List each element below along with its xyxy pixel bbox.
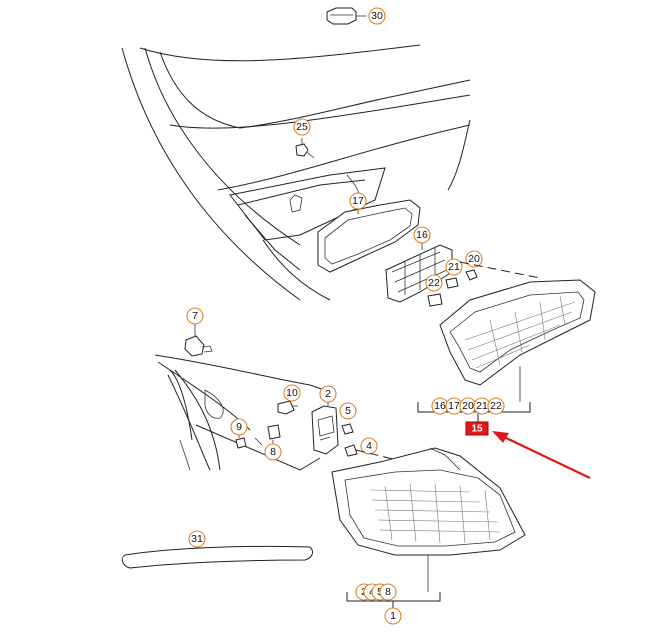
part-21-bulb (445, 277, 459, 289)
svg-text:9: 9 (236, 421, 242, 433)
part-25-clip (295, 138, 315, 159)
svg-text:5: 5 (345, 405, 351, 417)
part-16-bulb-carrier (385, 244, 453, 303)
svg-text:15: 15 (471, 424, 483, 435)
svg-text:4: 4 (366, 440, 372, 452)
svg-text:8: 8 (385, 586, 391, 598)
svg-text:17: 17 (352, 195, 364, 207)
callout-2: 2 (319, 385, 337, 403)
svg-text:16: 16 (416, 229, 428, 241)
part-10-screw (277, 400, 298, 415)
callout-21: 21 (445, 258, 463, 276)
red-pointer-arrow (492, 431, 591, 479)
svg-text:22: 22 (428, 277, 440, 289)
callout-16: 16 (413, 226, 431, 250)
callout-22: 22 (425, 274, 443, 292)
callout-group-lower: 2 4 5 8 (355, 583, 397, 601)
callout-20: 20 (465, 250, 483, 268)
callout-25: 25 (293, 118, 311, 136)
callout-1: 1 (384, 607, 402, 625)
part-2-bulb-carrier (311, 401, 339, 455)
svg-text:20: 20 (462, 400, 474, 412)
part-5-bulb (341, 423, 354, 435)
svg-text:22: 22 (490, 400, 502, 412)
part-8-clip (267, 424, 281, 444)
svg-text:8: 8 (270, 446, 276, 458)
svg-text:21: 21 (476, 400, 488, 412)
part-9-nut (235, 435, 247, 449)
svg-text:25: 25 (296, 121, 308, 133)
callout-17: 17 (349, 192, 367, 214)
svg-text:21: 21 (448, 261, 460, 273)
callout-10: 10 (283, 384, 301, 402)
callout-7: 7 (186, 307, 204, 325)
svg-text:2: 2 (325, 388, 331, 400)
part-31-trim-strip (121, 543, 313, 569)
part-20-bulb (465, 269, 478, 281)
svg-text:16: 16 (434, 400, 446, 412)
callout-30: 30 (368, 7, 386, 25)
part-30-holder (326, 7, 366, 25)
part-22-bulb (427, 293, 443, 307)
part-4-bulb (344, 444, 358, 457)
part-7-bolt (184, 323, 213, 357)
part-17-gasket (317, 199, 421, 273)
lower-group-bracket (346, 592, 441, 608)
svg-text:20: 20 (468, 253, 480, 265)
callout-5: 5 (339, 402, 357, 420)
highlight-ref-15[interactable]: 15 (465, 421, 489, 436)
svg-text:7: 7 (192, 310, 198, 322)
callout-31: 31 (188, 530, 206, 548)
callout-4: 4 (360, 437, 378, 455)
svg-text:31: 31 (191, 533, 203, 545)
callout-8: 8 (264, 443, 282, 461)
callout-9: 9 (230, 418, 248, 436)
quarter-panel-outline (154, 354, 331, 471)
svg-text:10: 10 (286, 387, 298, 399)
upper-tail-lamp (439, 279, 596, 402)
lower-tail-lamp (331, 447, 526, 592)
trunk-lid-outline (121, 44, 471, 301)
svg-text:17: 17 (448, 400, 460, 412)
callout-30-label: 30 (371, 10, 383, 22)
callout-group-upper: 16 17 20 21 22 (431, 397, 505, 415)
svg-text:1: 1 (390, 610, 396, 622)
